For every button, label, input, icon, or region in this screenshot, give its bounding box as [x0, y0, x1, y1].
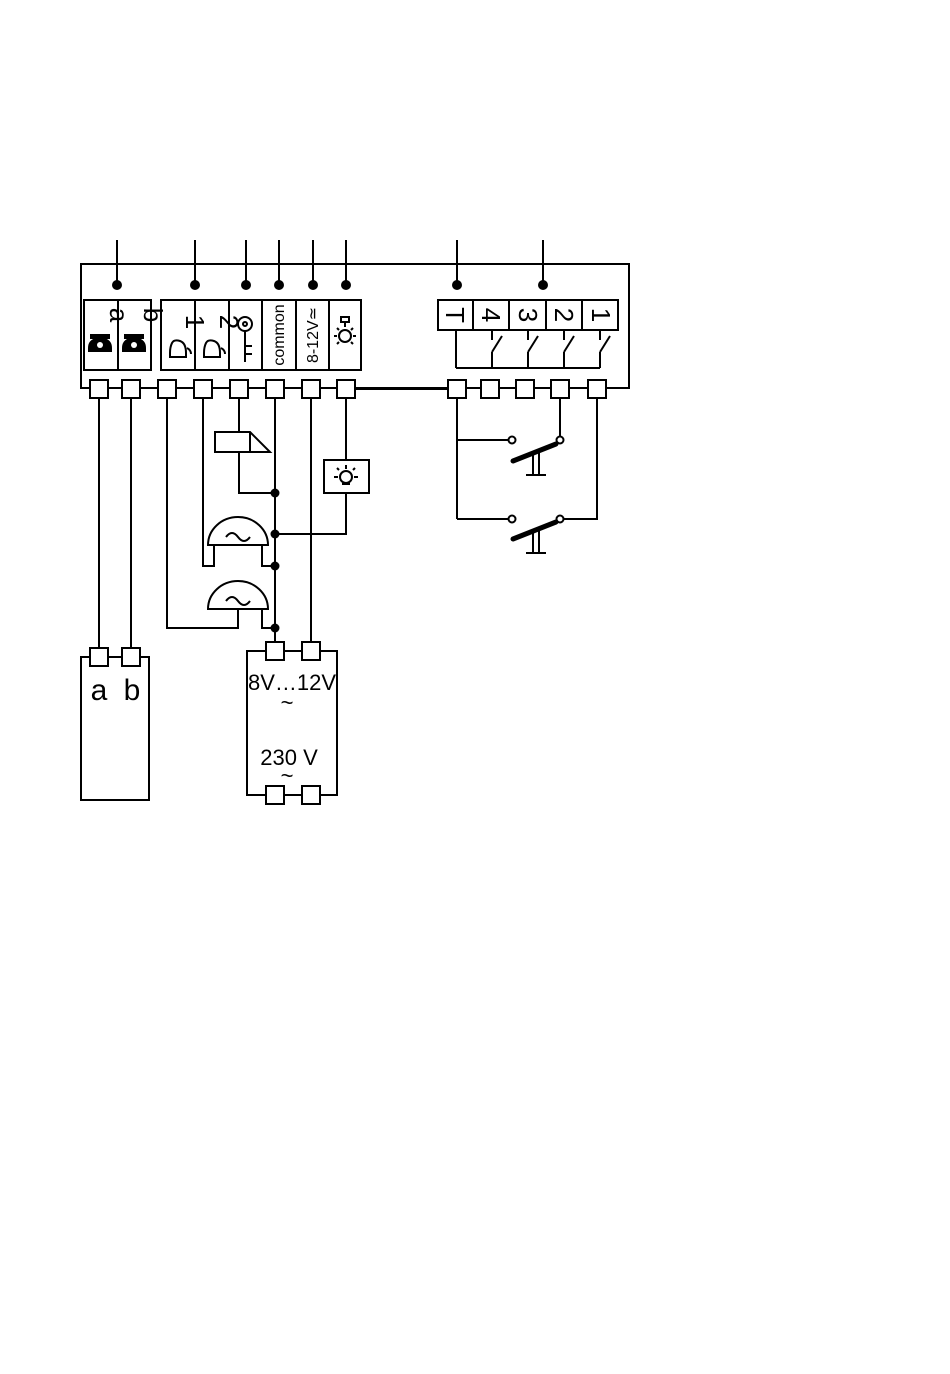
push-button-icon — [509, 516, 564, 554]
bell-label-1: 1 — [180, 315, 210, 329]
function-label-block: 1 2 common 8-12V≃ — [161, 300, 361, 370]
bell-icon — [204, 340, 225, 357]
switch-label-2: 2 — [549, 308, 579, 322]
telephone-icon — [122, 334, 146, 352]
phone-label-b: b — [138, 308, 168, 322]
push-button-icon — [509, 437, 564, 476]
transformer-mains-ac-symbol: ~ — [281, 763, 294, 788]
switch-label-T: T — [440, 307, 470, 323]
lamp-icon — [334, 317, 356, 344]
switch-label-1: 1 — [586, 308, 616, 322]
push-button-wiring — [457, 398, 597, 519]
transformer-ac-symbol: ~ — [281, 690, 294, 715]
transformer: 8V…12V ~ 230 V ~ — [247, 642, 337, 804]
bell-icon — [170, 340, 191, 357]
module-terminals — [90, 380, 606, 398]
door-opener-icon — [215, 432, 270, 452]
buzzer-icon — [208, 517, 268, 545]
common-label: common — [271, 304, 288, 365]
phone-label-a: a — [104, 308, 134, 323]
phone-box-label-a: a — [91, 674, 108, 707]
switch-label-3: 3 — [513, 308, 543, 322]
buzzer-icon — [208, 581, 268, 609]
lamp-icon — [324, 460, 369, 493]
switch-label-block: T 4 3 2 1 — [438, 300, 618, 368]
phone-box-label-b: b — [124, 674, 141, 707]
phone-box: a b — [81, 648, 149, 800]
phone-label-block: a b — [84, 300, 168, 370]
supply-label: 8-12V≃ — [305, 307, 322, 363]
wires — [99, 398, 346, 648]
telephone-icon — [88, 334, 112, 352]
switch-label-4: 4 — [476, 308, 506, 322]
